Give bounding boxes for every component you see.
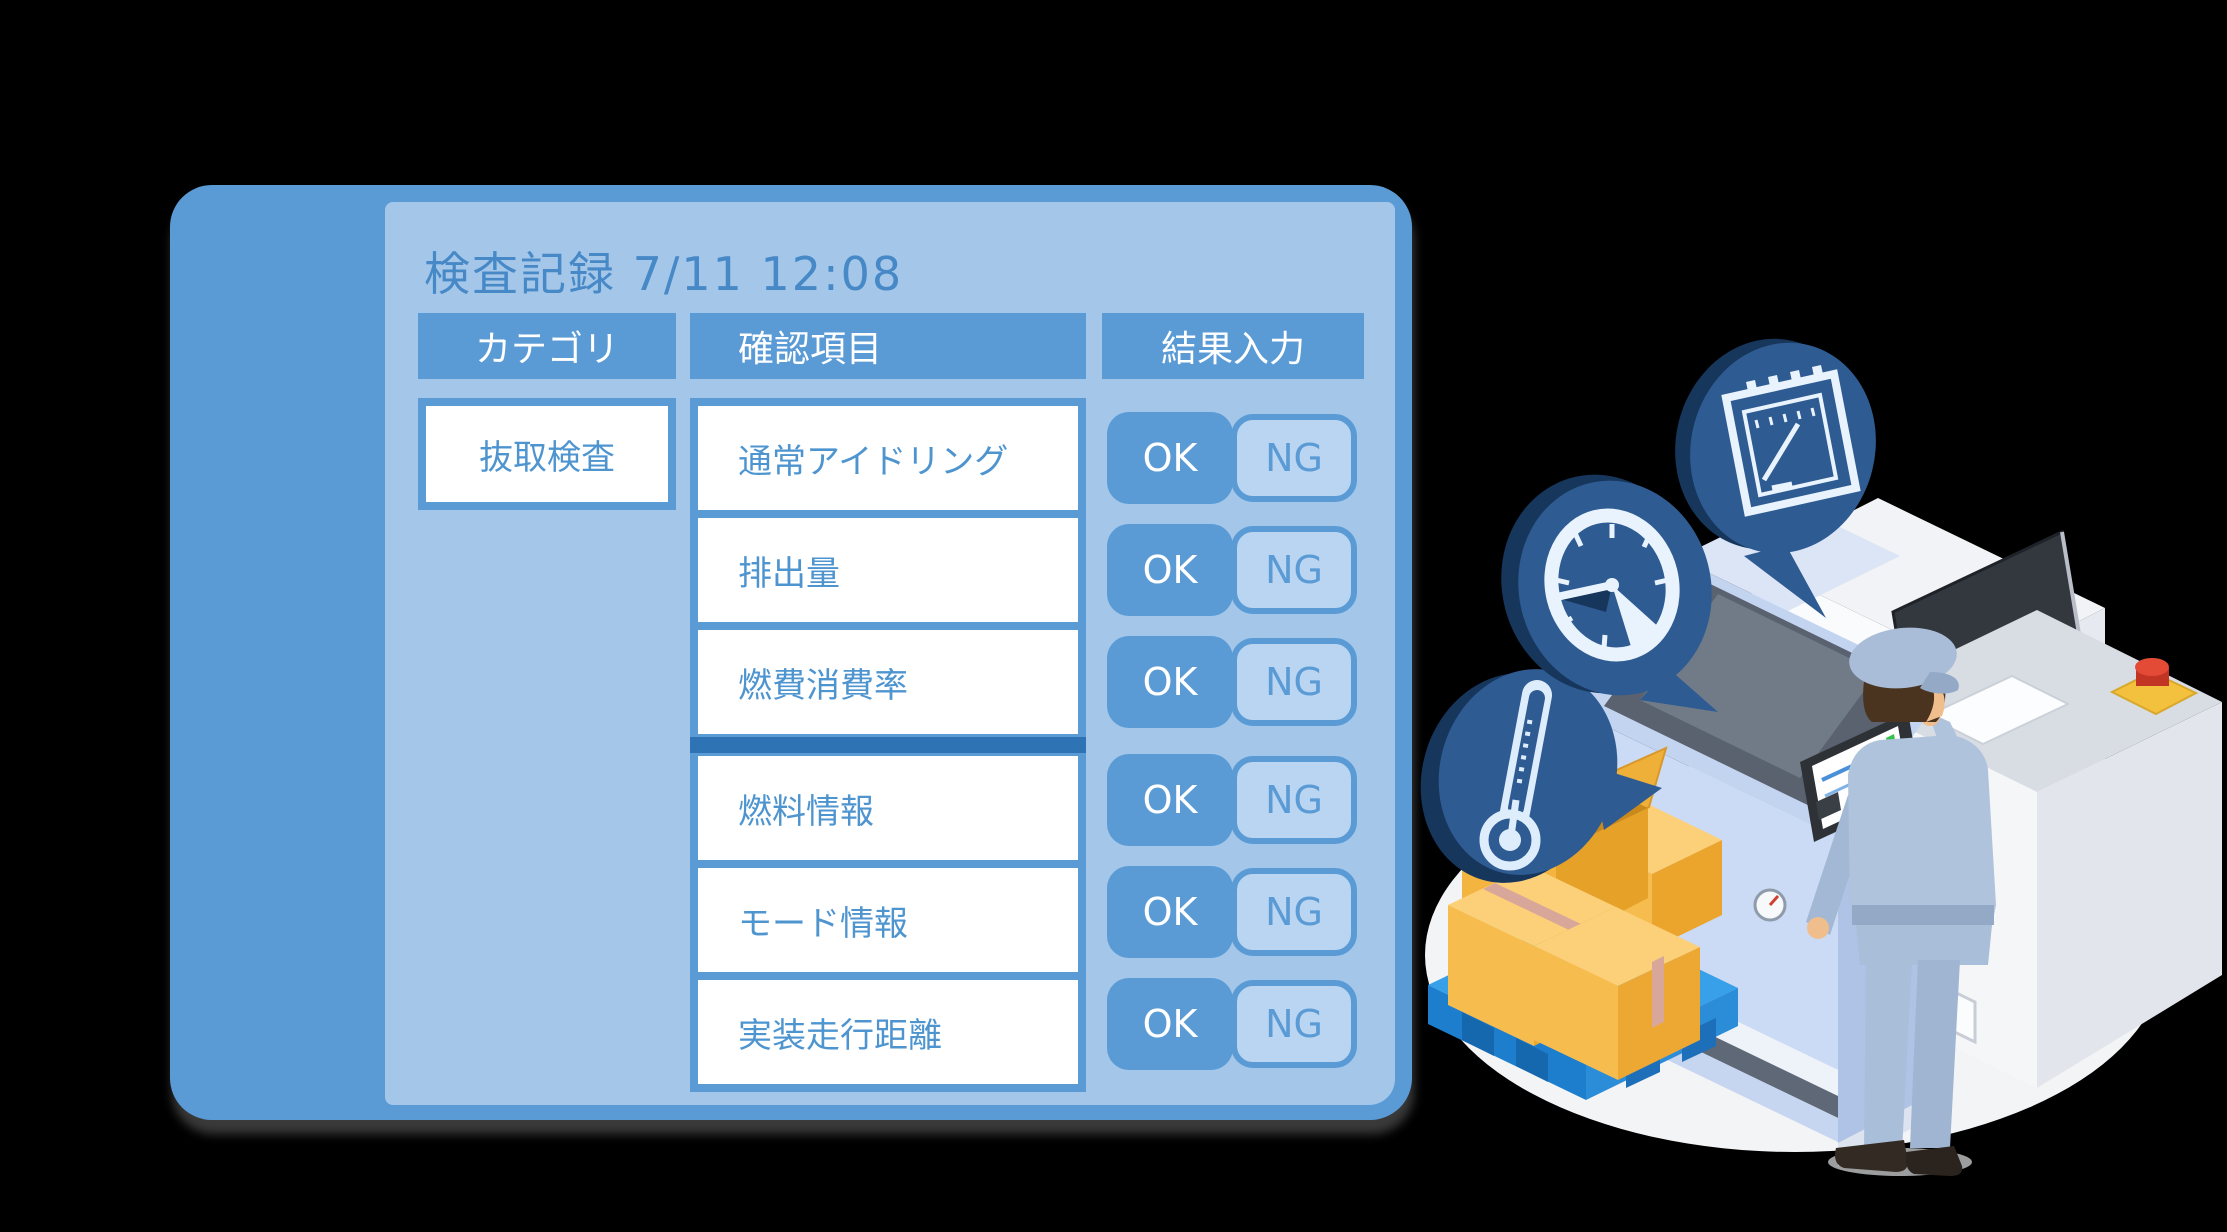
ok-button[interactable]: OK: [1107, 524, 1233, 616]
ng-button[interactable]: NG: [1231, 638, 1357, 726]
factory-illustration: [1420, 338, 2222, 1176]
worker-shoe: [1905, 1146, 1963, 1176]
ok-button[interactable]: OK: [1107, 978, 1233, 1070]
ng-button[interactable]: NG: [1231, 526, 1357, 614]
worker-shoe: [1835, 1140, 1908, 1172]
column-header-category: カテゴリ: [418, 313, 676, 379]
gauge-icon: [1544, 508, 1680, 662]
panel-meter-icon: [1721, 365, 1861, 517]
ng-button[interactable]: NG: [1231, 980, 1357, 1068]
worker-hand: [1807, 917, 1829, 939]
ok-button[interactable]: OK: [1107, 866, 1233, 958]
column-header-result-input: 結果入力: [1102, 313, 1364, 379]
check-item-cell: 排出量: [698, 518, 1078, 622]
check-item-cell: 通常アイドリング: [698, 406, 1078, 510]
worker-belt: [1852, 905, 1994, 925]
worker-leg: [1910, 960, 1960, 1148]
keyboard-icon: [1924, 674, 2071, 746]
result-row: OK NG: [1107, 524, 1359, 616]
gauge-bubble: [1501, 474, 1718, 712]
column-header-check-item: 確認項目: [690, 313, 1086, 379]
section-divider: [690, 737, 1086, 753]
panel-meter-bubble: [1675, 338, 1876, 618]
result-row: OK NG: [1107, 978, 1359, 1070]
worker-torso: [1848, 735, 1996, 925]
ng-button[interactable]: NG: [1231, 868, 1357, 956]
category-cell: 抜取検査: [418, 398, 676, 510]
result-row: OK NG: [1107, 412, 1359, 504]
result-row: OK NG: [1107, 866, 1359, 958]
ok-button[interactable]: OK: [1107, 412, 1233, 504]
check-item-column: 通常アイドリング 排出量 燃費消費率 燃料情報 モード情報 実装走行距離: [690, 398, 1086, 1092]
ok-button[interactable]: OK: [1107, 636, 1233, 728]
ok-button[interactable]: OK: [1107, 754, 1233, 846]
worker-leg: [1864, 960, 1912, 1152]
ng-button[interactable]: NG: [1231, 414, 1357, 502]
thermometer-bubble: [1420, 669, 1662, 883]
check-item-cell: 燃費消費率: [698, 630, 1078, 734]
check-item-cell: 実装走行距離: [698, 980, 1078, 1084]
worker-cap-brim: [1920, 672, 1959, 694]
check-item-cell: モード情報: [698, 868, 1078, 972]
check-item-cell: 燃料情報: [698, 756, 1078, 860]
worker: [1806, 627, 1996, 1176]
ng-button[interactable]: NG: [1231, 756, 1357, 844]
emergency-stop-icon: [2109, 658, 2199, 716]
thermometer-icon: [1479, 680, 1552, 871]
result-row: OK NG: [1107, 754, 1359, 846]
result-row: OK NG: [1107, 636, 1359, 728]
record-title: 検査記録 7/11 12:08: [424, 247, 904, 301]
worker-right-arm: [1928, 712, 1972, 768]
